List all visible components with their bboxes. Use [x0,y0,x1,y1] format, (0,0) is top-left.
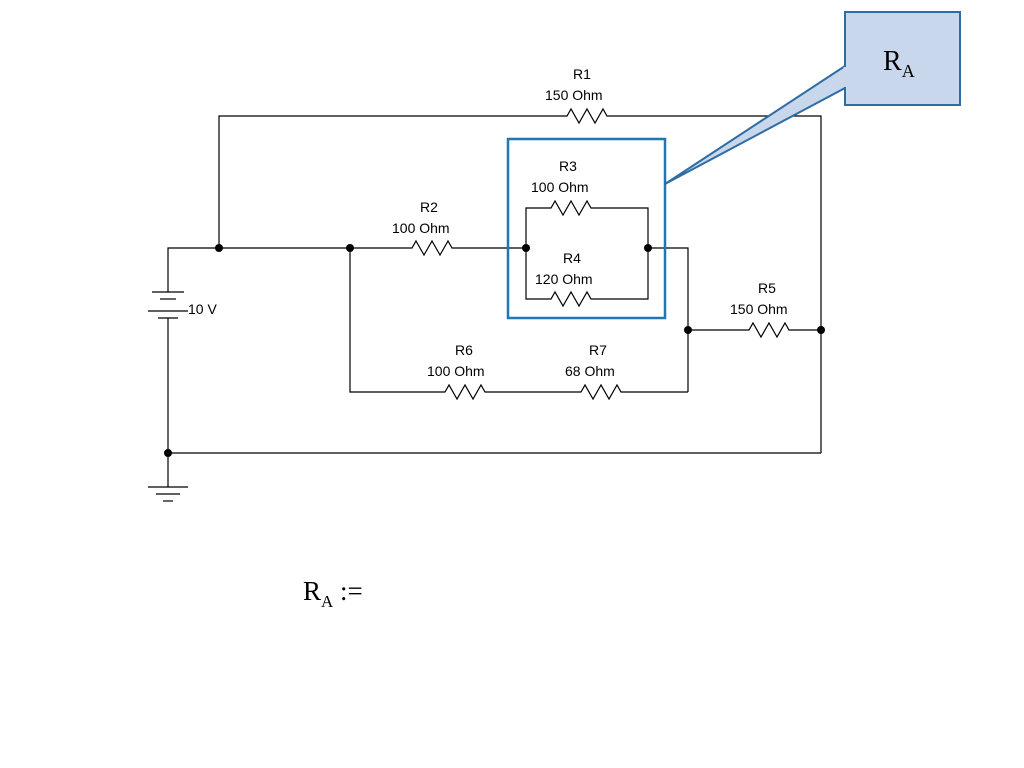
wire-r6-left [349,248,441,393]
wire-r4-right [596,248,649,300]
r1-name: R1 [573,66,591,82]
node-r5-left [684,326,692,334]
r6-name: R6 [455,342,473,358]
node-top-left [215,244,223,252]
ra-callout: RA [664,11,961,185]
r7-value: 68 Ohm [565,363,615,379]
battery-label: 10 V [188,301,217,317]
node-r2-left [346,244,354,252]
callout-main: R [883,46,902,77]
formula-main: R [303,576,322,606]
resistor-r7 [577,383,626,401]
r5-value: 150 Ohm [730,301,788,317]
formula-sub: A [321,592,334,611]
node-parallel-right [644,244,652,252]
ra-highlight-box [506,137,667,320]
wire-top-right [608,115,822,453]
wire-r3-right [596,207,649,248]
callout-box [844,11,961,106]
r2-value: 100 Ohm [392,220,450,236]
resistor-r6 [441,383,490,401]
r4-name: R4 [563,250,581,266]
r5-name: R5 [758,280,776,296]
battery-icon [148,291,188,324]
ra-formula: RA := [303,576,363,611]
callout-label: RA [883,46,915,81]
resistor-r4 [547,290,596,308]
callout-sub: A [902,61,915,81]
wire-r4-left [525,248,547,300]
junction-nodes [164,244,825,457]
formula-operator: := [333,576,363,606]
node-ground [164,449,172,457]
r2-name: R2 [420,199,438,215]
resistor-r3 [547,199,596,217]
node-parallel-left [522,244,530,252]
ground-icon [148,486,188,502]
resistor-r2 [408,239,456,257]
r3-value: 100 Ohm [531,179,589,195]
r7-name: R7 [589,342,607,358]
resistor-r1 [563,107,608,125]
wire-left-top [167,247,408,292]
r6-value: 100 Ohm [427,363,485,379]
wires [167,115,822,487]
wire-r3-left [525,207,547,248]
r4-value: 120 Ohm [535,271,593,287]
node-r5-right [817,326,825,334]
wire-left-bottom [167,324,821,454]
callout-pointer [664,64,846,185]
r1-value: 150 Ohm [545,87,603,103]
resistor-r5 [745,321,794,339]
wire-top-left [218,115,563,248]
wire-to-r5-node [648,247,689,392]
r3-name: R3 [559,158,577,174]
